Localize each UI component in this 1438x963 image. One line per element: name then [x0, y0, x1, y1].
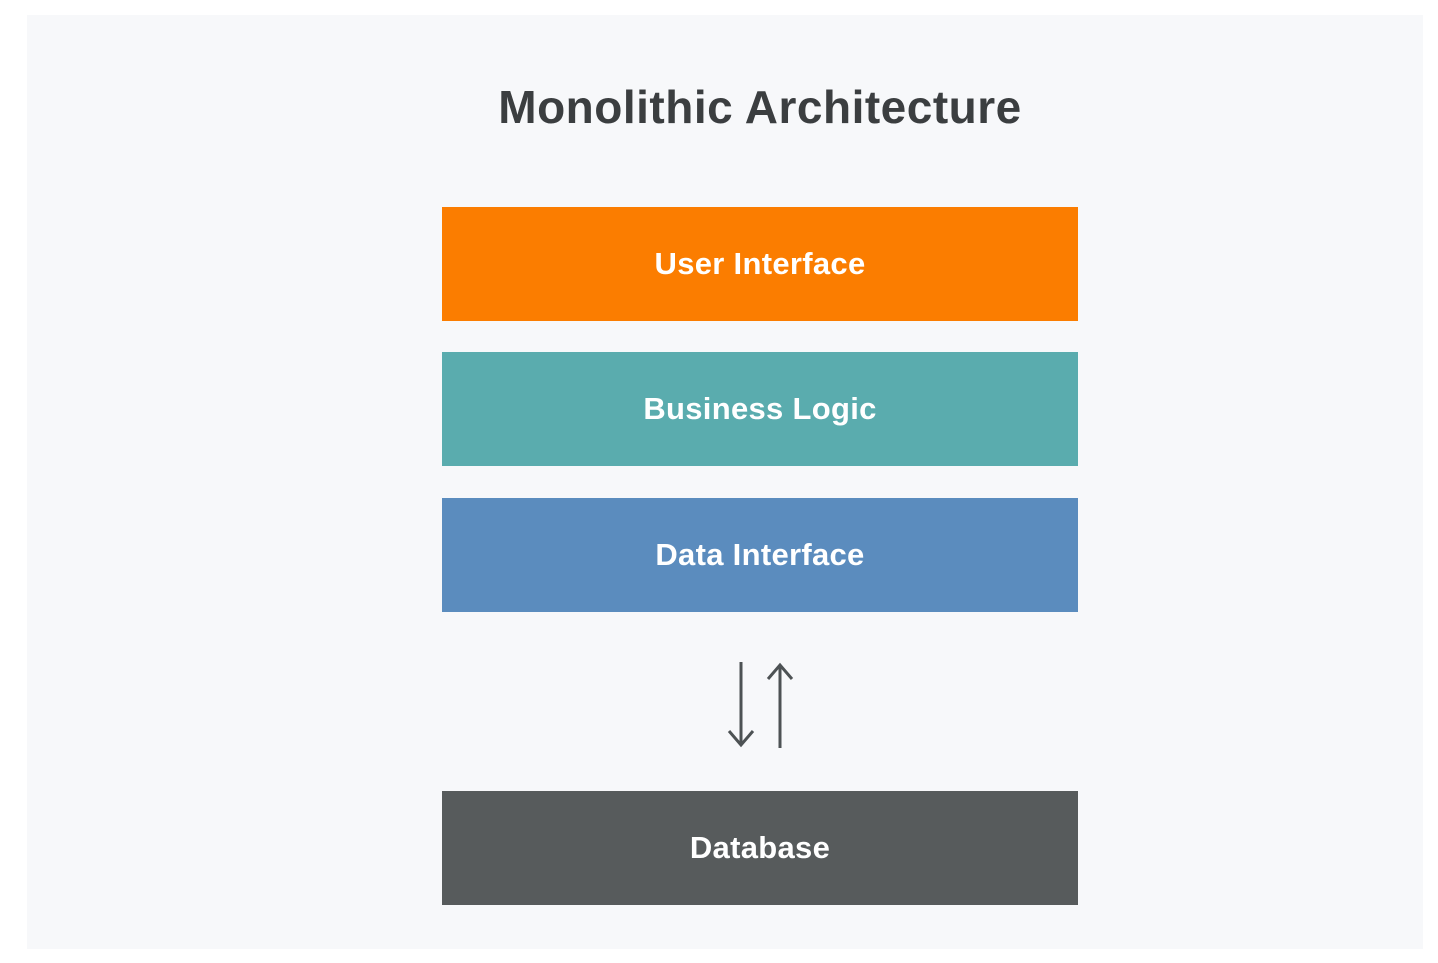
- layer-data-interface-label: Data Interface: [655, 537, 865, 572]
- layer-database-label: Database: [689, 830, 831, 865]
- layer-user-interface: User Interface: [442, 207, 1078, 321]
- layer-data-interface: Data Interface: [442, 498, 1078, 612]
- layer-database: Database: [442, 791, 1078, 905]
- layer-user-interface-label: User Interface: [654, 246, 866, 281]
- layer-business-logic: Business Logic: [442, 352, 1078, 466]
- down-arrow-icon: [727, 662, 755, 748]
- data-flow-arrows: [725, 655, 797, 755]
- arrows-svg: [727, 662, 794, 748]
- diagram-title: Monolithic Architecture: [498, 81, 1022, 133]
- layer-business-logic-label: Business Logic: [643, 391, 877, 426]
- up-arrow-icon: [766, 662, 794, 748]
- diagram-panel: Monolithic Architecture User Interface B…: [27, 15, 1423, 949]
